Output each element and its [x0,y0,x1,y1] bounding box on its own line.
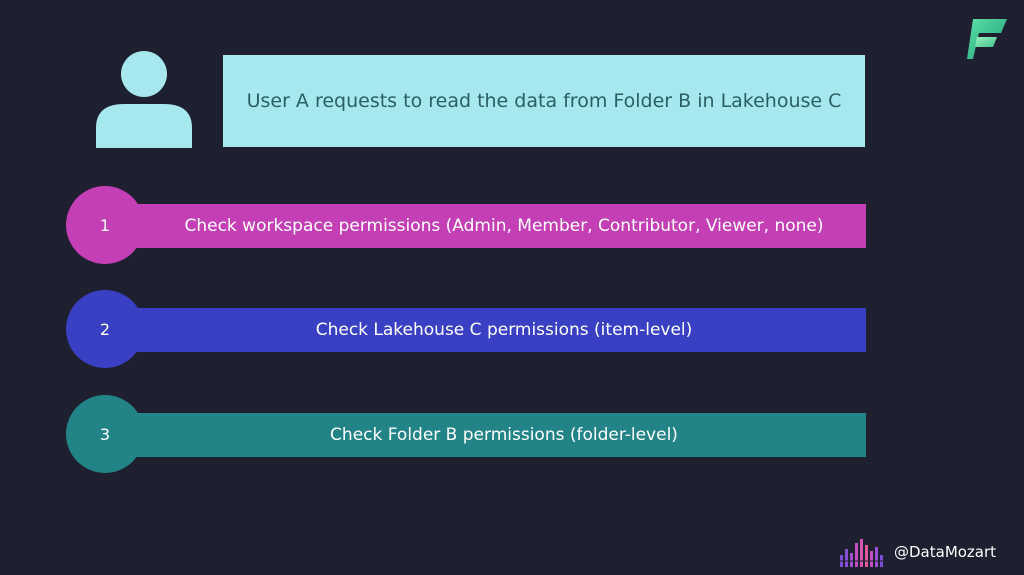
step-1-label: Check workspace permissions (Admin, Memb… [184,216,824,236]
fabric-logo-icon [967,19,1007,59]
branding: @DataMozart [838,537,996,567]
step-3-label: Check Folder B permissions (folder-level… [330,425,678,445]
datamozart-logo-icon [838,539,886,567]
step-2: Check Lakehouse C permissions (item-leve… [66,290,866,370]
step-2-bar: Check Lakehouse C permissions (item-leve… [122,308,866,352]
user-icon [96,51,192,148]
request-text: User A requests to read the data from Fo… [246,90,842,112]
step-1-number: 1 [66,186,144,264]
step-1-bar: Check workspace permissions (Admin, Memb… [122,204,866,248]
step-2-number: 2 [66,290,144,368]
step-1: Check workspace permissions (Admin, Memb… [66,186,866,266]
brand-handle: @DataMozart [894,543,997,561]
step-2-label: Check Lakehouse C permissions (item-leve… [315,320,693,340]
step-3-number: 3 [66,395,144,473]
step-3: Check Folder B permissions (folder-level… [66,395,866,475]
step-3-bar: Check Folder B permissions (folder-level… [122,413,866,457]
request-box: User A requests to read the data from Fo… [223,55,865,147]
